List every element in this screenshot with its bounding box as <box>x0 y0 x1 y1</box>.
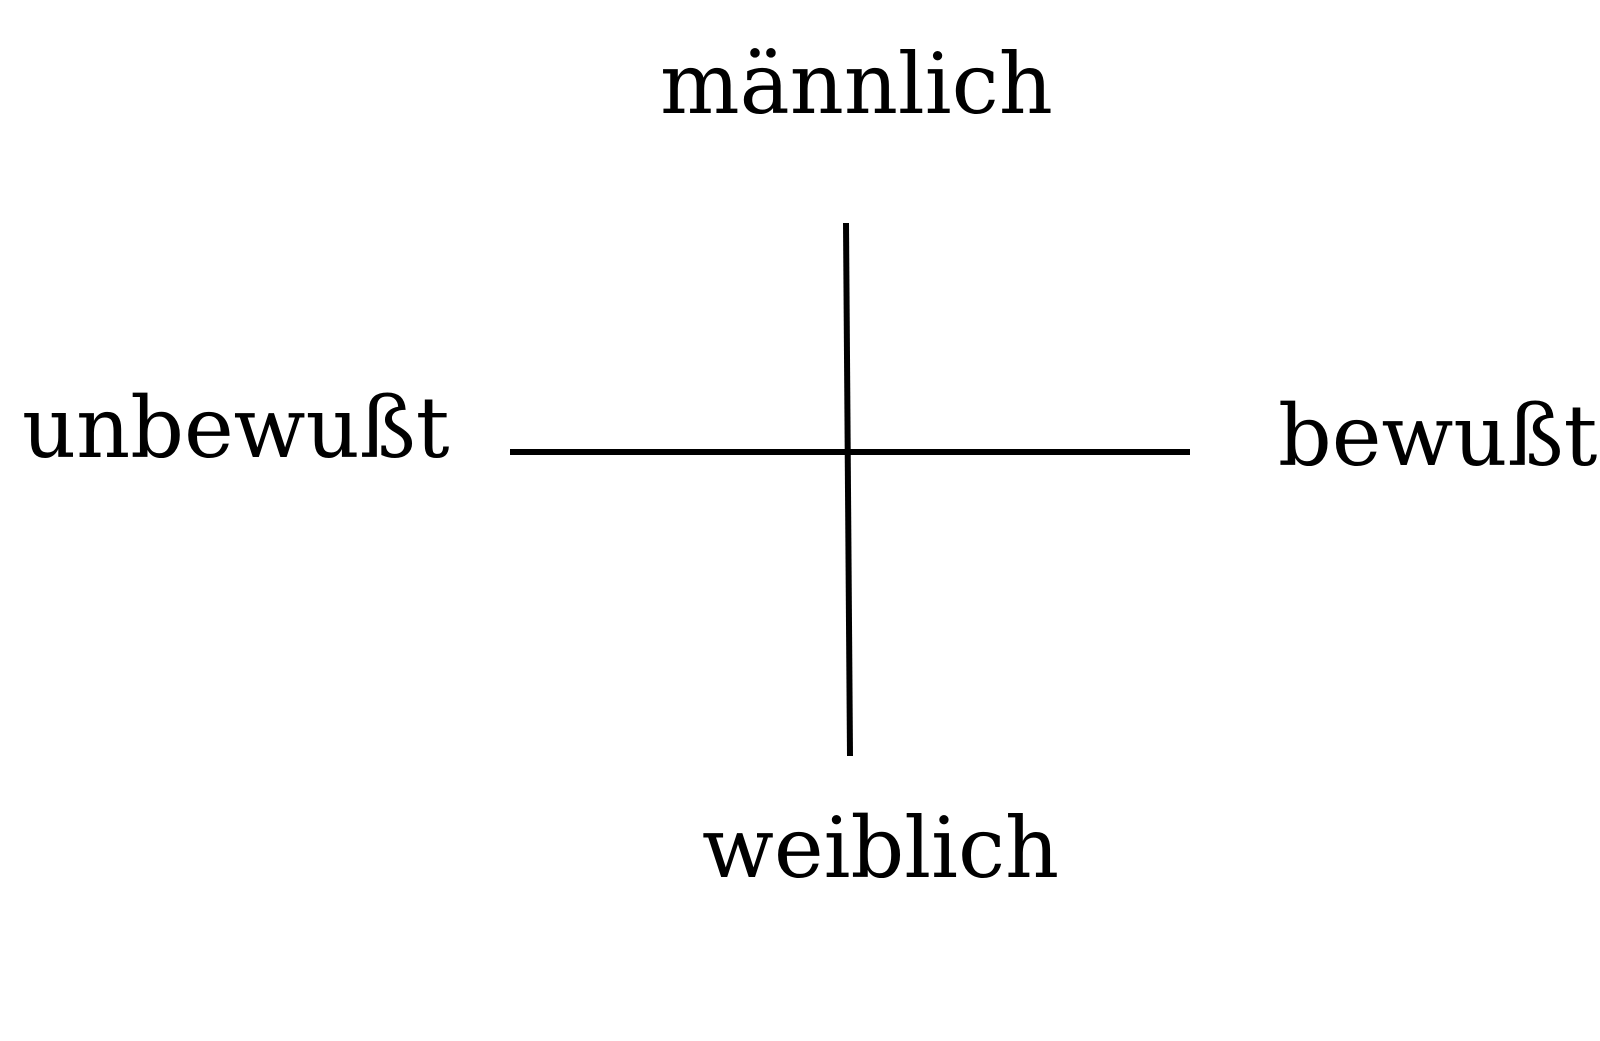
axis-label-left: unbewußt <box>22 379 450 477</box>
axis-label-bottom: weiblich <box>702 799 1060 897</box>
axis-label-top: männlich <box>660 35 1053 133</box>
vertical-axis-line <box>843 222 853 757</box>
axis-label-right: bewußt <box>1278 387 1598 485</box>
